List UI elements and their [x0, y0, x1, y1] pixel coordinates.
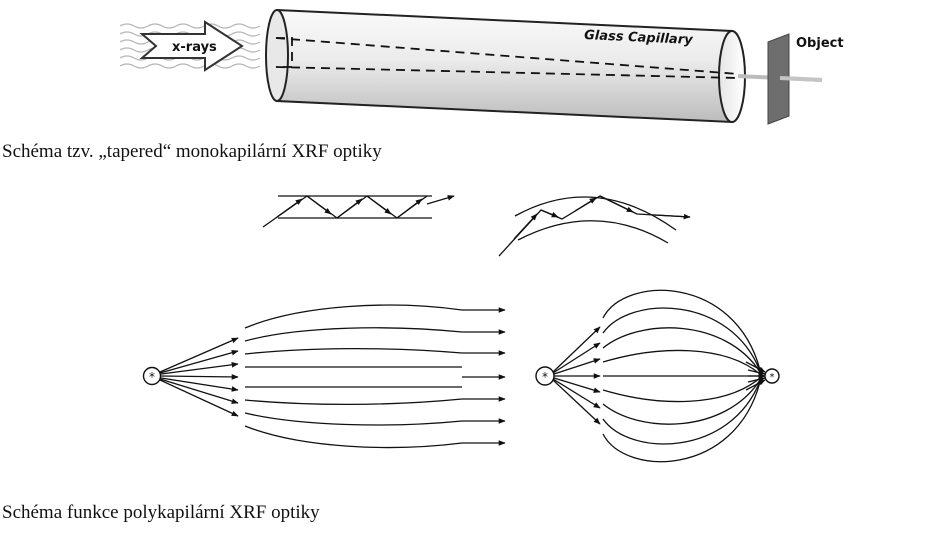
source-symbol-right: *	[542, 370, 548, 384]
parallel-capillary-channels	[244, 304, 463, 449]
source-point-left	[142, 366, 162, 386]
capillary-left-end	[265, 9, 289, 102]
xray-arrow-shape	[139, 20, 244, 72]
curved-reflection-diagram	[498, 195, 691, 257]
polycapillary-parallel-diagram: *	[142, 304, 506, 449]
exit-beam-through	[779, 76, 823, 82]
tapered-channel	[275, 37, 739, 79]
object-plate	[767, 33, 790, 125]
object-label: Object	[796, 36, 844, 51]
focus-point	[764, 368, 780, 384]
monocapillary-caption: Schéma tzv. „tapered“ monokapilární XRF …	[2, 141, 382, 162]
straight-reflection-diagram	[262, 195, 455, 228]
source-symbol-left: *	[149, 370, 155, 384]
focusing-fan-rays	[552, 326, 601, 425]
polycapillary-caption: Schéma funkce polykapilární XRF optiky	[2, 502, 320, 523]
xray-label: x-rays	[172, 40, 217, 55]
parallel-output-arrows	[462, 307, 506, 446]
glass-capillary-tube	[276, 8, 733, 124]
monocapillary-diagram: x-rays Glass Capillary Object	[119, 8, 844, 125]
focusing-output-arrows	[745, 361, 766, 391]
focus-symbol: *	[770, 372, 775, 383]
focusing-capillary-channels	[602, 289, 761, 463]
polycapillary-focusing-diagram: * *	[535, 289, 780, 463]
capillary-label: Glass Capillary	[584, 28, 694, 48]
parallel-fan-rays	[159, 337, 239, 417]
